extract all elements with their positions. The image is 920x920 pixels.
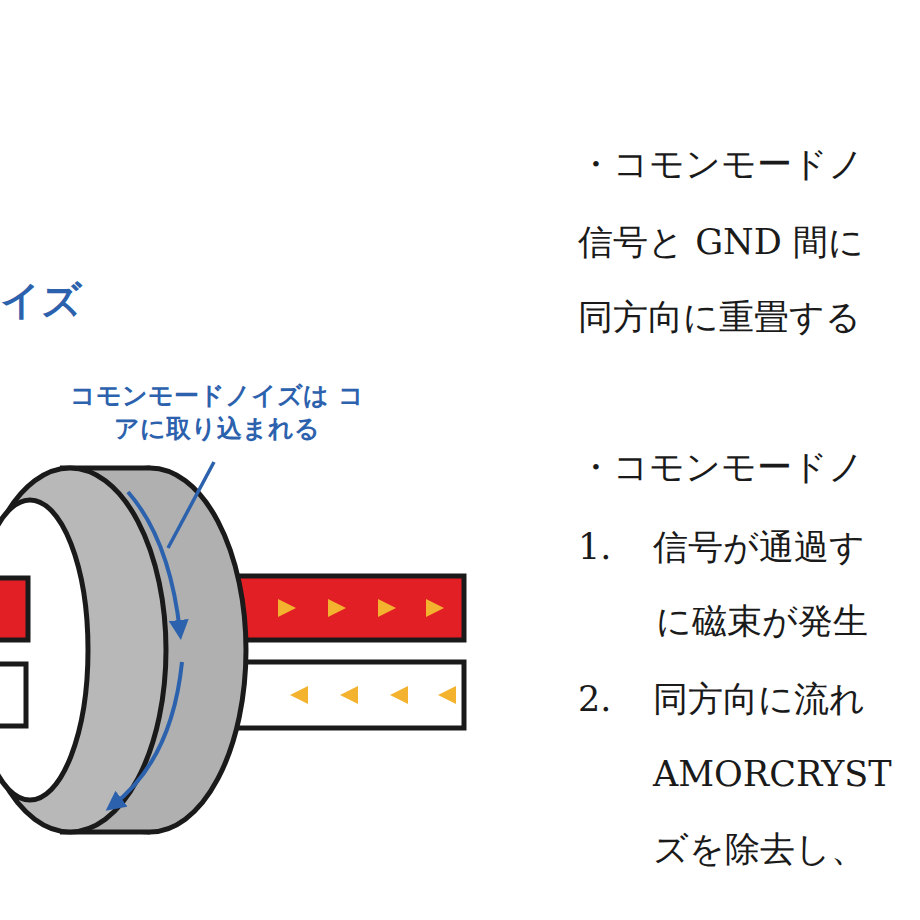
arrow-triangle [328,599,346,617]
arrow-triangle [290,686,308,704]
flux-arrow [128,492,180,632]
callout-text: コモンモードノイズは コアに取り込まれる [58,380,376,445]
current-direction-arrows [290,686,456,704]
body-text: 同方向に重畳する [578,295,861,341]
body-text: ・コモンモードノ [578,445,864,491]
list-number: 2. [578,677,611,723]
arrow-triangle [438,686,456,704]
list-number: 1. [578,525,611,571]
body-text: AMORCRYST [653,752,892,798]
arrow-triangle [278,599,296,617]
body-text: ズを除去し、 [653,827,866,873]
arrow-triangle [426,599,444,617]
current-direction-arrows [278,599,444,617]
leader-line [168,462,214,548]
toroidal-core [0,468,246,832]
arrow-triangle [378,599,396,617]
body-text: 信号が通過す [653,525,865,571]
partial-heading: イズ [0,274,82,326]
wire-in-core [0,578,28,726]
body-text: 信号と GND 間に [578,220,864,266]
body-text: ・コモンモードノ [578,142,864,188]
arrow-triangle [340,686,358,704]
flux-arrow [112,662,182,806]
body-text: に磁束が発生 [656,599,868,645]
body-text: 同方向に流れ [653,677,865,723]
arrow-triangle [390,686,408,704]
